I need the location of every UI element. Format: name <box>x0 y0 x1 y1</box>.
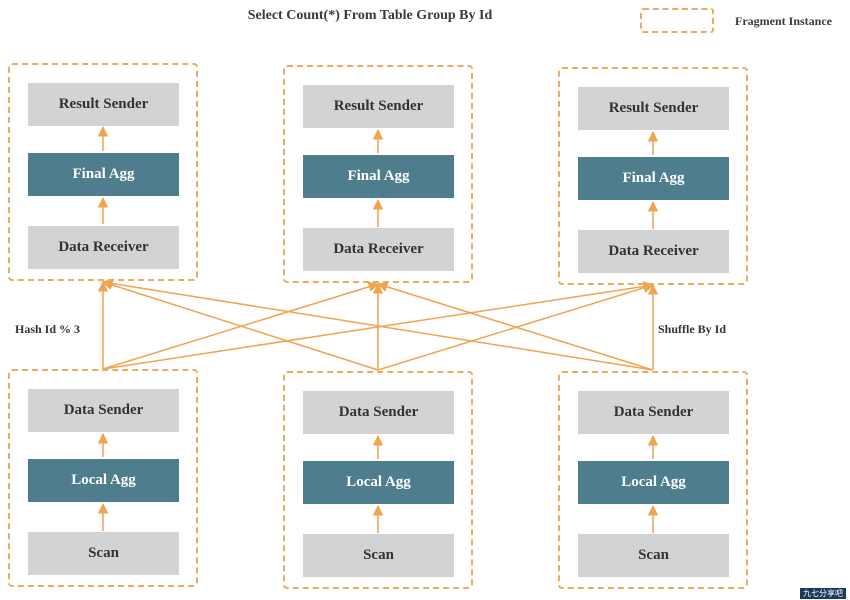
data-sender-node: Data Sender <box>578 391 729 434</box>
data-sender-node: Data Sender <box>303 391 454 434</box>
diagram-title: Select Count(*) From Table Group By Id <box>247 8 493 23</box>
data-receiver-node: Data Receiver <box>28 226 179 269</box>
result-sender-node: Result Sender <box>578 87 729 130</box>
scan-node: Scan <box>28 532 179 575</box>
fragment-instance-bottom-2 <box>283 371 473 589</box>
shuffle-arrow-b2-t1 <box>101 279 379 371</box>
legend-fragment-swatch <box>640 8 714 33</box>
result-sender-node: Result Sender <box>28 83 179 126</box>
legend-label: Fragment Instance <box>735 14 832 28</box>
result-sender-node: Result Sender <box>303 85 454 128</box>
final-agg-node: Final Agg <box>578 157 729 200</box>
scan-node: Scan <box>303 534 454 577</box>
fragment-instance-top-2 <box>283 65 473 283</box>
hash-label: Hash Id % 3 <box>15 322 81 336</box>
local-agg-node: Local Agg <box>28 459 179 502</box>
local-agg-node: Local Agg <box>303 461 454 504</box>
data-sender-node: Data Sender <box>28 389 179 432</box>
shuffle-label: Shuffle By Id <box>658 322 727 336</box>
shuffle-arrow-b3-t2 <box>376 281 654 371</box>
watermark-logo: 九七分享吧 <box>800 588 846 599</box>
data-receiver-node: Data Receiver <box>303 228 454 271</box>
scan-node: Scan <box>578 534 729 577</box>
fragment-instance-bottom-1 <box>8 369 198 587</box>
fragment-instance-top-1 <box>8 63 198 281</box>
final-agg-node: Final Agg <box>303 155 454 198</box>
fragment-instance-bottom-3 <box>558 371 748 589</box>
shuffle-arrow-b3-t1 <box>101 278 654 371</box>
final-agg-node: Final Agg <box>28 153 179 196</box>
local-agg-node: Local Agg <box>578 461 729 504</box>
data-receiver-node: Data Receiver <box>578 230 729 273</box>
fragment-instance-top-3 <box>558 67 748 285</box>
